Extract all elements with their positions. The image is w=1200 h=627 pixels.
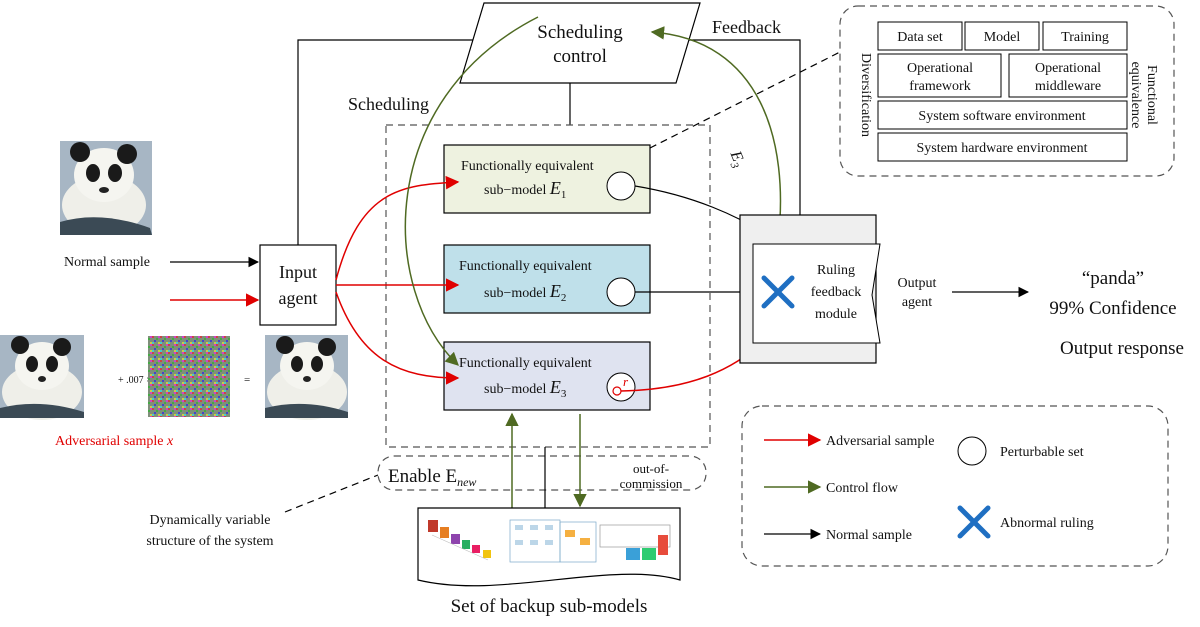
normal-panda-image — [60, 141, 152, 235]
submodel-group-boundary — [385, 124, 711, 448]
ruling-feedback-module-box — [752, 243, 881, 344]
abnormal-ruling-x-icon — [761, 275, 795, 309]
panel-model-label: Model — [984, 30, 1021, 45]
panel-hardware-label: System hardware environment — [916, 141, 1087, 156]
panel-framework-line2: framework — [909, 79, 970, 94]
e3-arc-label: E3 — [724, 148, 749, 171]
adversarial-input-panda-image — [0, 335, 84, 420]
submodel-e3-perturbable-circle — [606, 372, 636, 402]
legend-box — [741, 405, 1169, 567]
legend-perturbable-label: Perturbable set — [1000, 445, 1084, 460]
submodel-e2-line1: Functionally equivalent — [459, 259, 592, 274]
output-response-label: Output response — [1060, 338, 1184, 359]
input-to-scheduling-line — [297, 39, 478, 245]
input-agent-box — [259, 244, 337, 326]
panel-hardware-box — [877, 132, 1128, 162]
panel-model-box — [964, 21, 1040, 51]
legend-abnormal-x-icon — [957, 505, 991, 539]
legend-abnormal-label: Abnormal ruling — [1000, 516, 1094, 531]
feedback-line — [686, 39, 801, 215]
adversarial-output-panda-image — [265, 335, 348, 420]
out-of-commission-line1: out-of- — [633, 461, 669, 476]
submodel-e2-line2: sub−model E2 — [484, 281, 566, 304]
dynamic-structure-line2: structure of the system — [146, 534, 273, 549]
adversarial-sample-label: Adversarial sample x — [55, 434, 174, 449]
panel-functional-label: Functional — [1144, 65, 1159, 125]
dynamic-structure-connector — [284, 474, 379, 513]
panel-equivalence-label: equivalence — [1128, 62, 1143, 129]
control-to-e3-arrow — [404, 16, 539, 366]
normal-sample-label: Normal sample — [64, 255, 150, 270]
panel-diversification-label: Diversification — [858, 53, 873, 137]
panel-framework-box — [877, 53, 1002, 98]
diversification-panel — [839, 5, 1175, 177]
scheduling-control-line2: control — [553, 46, 607, 67]
adversarial-to-e1-arrow — [335, 175, 460, 281]
submodel-e1-perturbable-circle — [606, 171, 636, 201]
panel-middleware-line1: Operational — [1035, 61, 1101, 76]
equals-sign: = — [244, 374, 250, 386]
submodel-e1-line1: Functionally equivalent — [461, 159, 594, 174]
output-class-label: “panda” — [1082, 268, 1144, 289]
feedback-label: Feedback — [712, 17, 781, 37]
output-agent-line1: Output — [898, 276, 937, 291]
panel-dataset-label: Data set — [897, 30, 943, 45]
panel-middleware-box — [1008, 53, 1128, 98]
noise-image — [148, 336, 230, 417]
legend-normal-label: Normal sample — [826, 528, 912, 543]
panel-middleware-line2: middleware — [1035, 79, 1101, 94]
input-agent-line1: Input — [279, 262, 317, 282]
output-confidence-label: 99% Confidence — [1049, 298, 1176, 319]
ruling-module-line1: Ruling — [817, 263, 855, 278]
submodel-e3-line2: sub−model E3 — [484, 377, 567, 400]
legend-perturbable-circle-icon — [957, 436, 987, 466]
input-agent-line2: agent — [279, 288, 318, 308]
panel-dataset-box — [877, 21, 963, 51]
backup-submodels-box — [417, 507, 681, 587]
out-of-commission-line2: commission — [620, 476, 683, 491]
neural-network-icons — [428, 519, 671, 563]
submodel-e3-line1: Functionally equivalent — [459, 356, 592, 371]
control-feedback-arrow — [650, 26, 782, 243]
output-agent-line2: agent — [902, 295, 932, 310]
scheduling-label: Scheduling — [348, 94, 429, 114]
panel-framework-line1: Operational — [907, 61, 973, 76]
panel-training-box — [1042, 21, 1128, 51]
submodel-e2-perturbable-circle — [606, 277, 636, 307]
dynamic-structure-line1: Dynamically variable — [150, 513, 271, 528]
plus-coefficient: + .007 × — [118, 375, 152, 386]
ruling-module-line3: module — [815, 307, 857, 322]
legend-control-label: Control flow — [826, 481, 899, 496]
panel-software-box — [877, 100, 1128, 130]
enable-boundary — [377, 455, 707, 491]
perturbation-mark: r — [623, 374, 629, 389]
panel-training-label: Training — [1061, 30, 1109, 45]
backup-submodels-title: Set of backup sub-models — [451, 596, 648, 617]
scheduling-control-box — [459, 2, 701, 84]
legend-adversarial-label: Adversarial sample — [826, 434, 934, 449]
enable-label: Enable Enew — [388, 466, 476, 489]
adversarial-to-e3-arrow — [335, 291, 460, 385]
scheduling-control-line1: Scheduling — [537, 22, 623, 43]
panel-software-label: System software environment — [918, 109, 1085, 124]
ruling-module-line2: feedback — [811, 285, 862, 300]
submodel-e1-line2: sub−model E1 — [484, 178, 566, 201]
